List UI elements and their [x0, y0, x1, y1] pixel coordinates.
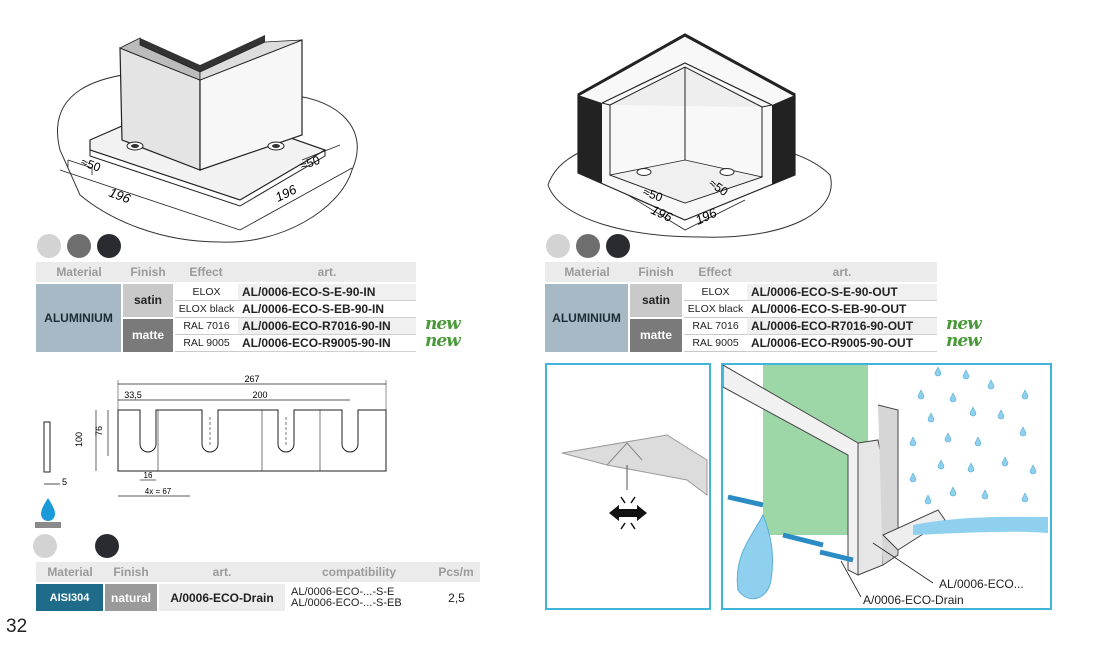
product-table-outer: Material Finish Effect art. ALUMINIUM sa…: [545, 262, 937, 352]
installation-frame: AL/0006-ECO... A/0006-ECO-Drain: [721, 363, 1052, 610]
clip-detail-illustration: [561, 434, 708, 530]
color-swatch-grey: [67, 234, 91, 258]
effect-cell: RAL 9005: [683, 334, 747, 352]
finish-satin: satin: [122, 283, 175, 319]
clip-detail-frame: [545, 363, 711, 610]
inner-corner-drawing: ≈50 ≈50 196 196: [57, 35, 358, 243]
dim-text: ≈50: [79, 155, 103, 175]
art-cell: AL/0006-ECO-S-EB-90-OUT: [747, 300, 937, 318]
dim-5: 5: [62, 477, 67, 487]
col-header-compatibility: compatibility: [286, 562, 432, 584]
dim-4x67: 4x = 67: [145, 487, 172, 496]
col-header-material: Material: [545, 262, 629, 284]
color-swatch-light: [546, 234, 570, 258]
col-header-art: art.: [747, 262, 937, 284]
color-swatch-black: [606, 234, 630, 258]
color-swatch-black: [95, 534, 119, 558]
new-badge: new: [425, 314, 461, 334]
art-cell: AL/0006-ECO-R9005-90-OUT: [747, 334, 937, 352]
art-cell: AL/0006-ECO-R9005-90-IN: [238, 334, 416, 352]
new-badge: new: [946, 331, 982, 351]
material-cell: ALUMINIUM: [36, 283, 123, 352]
art-cell: AL/0006-ECO-S-E-90-OUT: [747, 283, 937, 301]
dim-16: 16: [144, 471, 153, 480]
finish-matte: matte: [122, 317, 175, 352]
effect-cell: ELOX: [683, 283, 747, 301]
art-cell: A/0006-ECO-Drain: [158, 583, 287, 611]
color-swatch-light: [37, 234, 61, 258]
drain-label: A/0006-ECO-Drain: [863, 593, 964, 607]
col-header-finish: Finish: [104, 562, 158, 584]
outer-corner-drawing: ≈50 ≈50 196 196: [547, 33, 832, 238]
material-cell: AISI304: [36, 583, 105, 611]
page-number: 32: [6, 616, 28, 637]
dim-100: 100: [74, 432, 84, 447]
product-table-inner: Material Finish Effect art. ALUMINIUM sa…: [36, 262, 416, 352]
compat-line: AL/0006-ECO-...-S-EB: [291, 596, 402, 609]
drain-technical-drawing: 5 267 33,5 200 100 76 16 4x = 67: [43, 374, 387, 497]
compatibility-cell: AL/0006-ECO-...-S-E AL/0006-ECO-...-S-EB: [286, 583, 433, 611]
col-header-effect: Effect: [174, 262, 238, 284]
col-header-art: art.: [158, 562, 286, 584]
new-badge: new: [425, 331, 461, 351]
compat-line: AL/0006-ECO-...-S-E: [291, 585, 395, 598]
dim-text: 196: [107, 185, 133, 207]
water-drain-icon: [35, 498, 61, 528]
col-header-finish: Finish: [629, 262, 683, 284]
dim-33-5: 33,5: [124, 390, 142, 400]
finish-matte: matte: [629, 317, 684, 352]
color-swatch-black: [97, 234, 121, 258]
effect-cell: ELOX black: [174, 300, 238, 318]
finish-cell: natural: [104, 583, 159, 611]
dim-200: 200: [252, 390, 267, 400]
drain-table: Material Finish art. compatibility Pcs/m…: [36, 562, 480, 611]
effect-cell: ELOX: [174, 283, 238, 301]
art-cell: AL/0006-ECO-S-EB-90-IN: [238, 300, 416, 318]
art-cell: AL/0006-ECO-S-E-90-IN: [238, 283, 416, 301]
art-cell: AL/0006-ECO-R7016-90-IN: [238, 317, 416, 335]
col-header-finish: Finish: [122, 262, 174, 284]
col-header-material: Material: [36, 262, 122, 284]
dim-text: ≈50: [298, 153, 322, 173]
installation-illustration: [722, 364, 1048, 600]
effect-cell: RAL 7016: [683, 317, 747, 335]
new-badge: new: [946, 314, 982, 334]
art-cell: AL/0006-ECO-R7016-90-OUT: [747, 317, 937, 335]
dim-267: 267: [244, 374, 259, 384]
color-swatch-grey: [576, 234, 600, 258]
col-header-material: Material: [36, 562, 104, 584]
pcs-cell: 2,5: [432, 583, 480, 611]
finish-satin: satin: [629, 283, 684, 319]
col-header-effect: Effect: [683, 262, 747, 284]
effect-cell: RAL 7016: [174, 317, 238, 335]
color-swatch-light: [33, 534, 57, 558]
profile-label: AL/0006-ECO...: [939, 577, 1024, 591]
dim-text: ≈50: [641, 185, 665, 205]
effect-cell: ELOX black: [683, 300, 747, 318]
col-header-art: art.: [238, 262, 416, 284]
dim-76: 76: [94, 426, 104, 436]
material-cell: ALUMINIUM: [545, 283, 630, 352]
effect-cell: RAL 9005: [174, 334, 238, 352]
col-header-pcs: Pcs/m: [432, 562, 480, 584]
